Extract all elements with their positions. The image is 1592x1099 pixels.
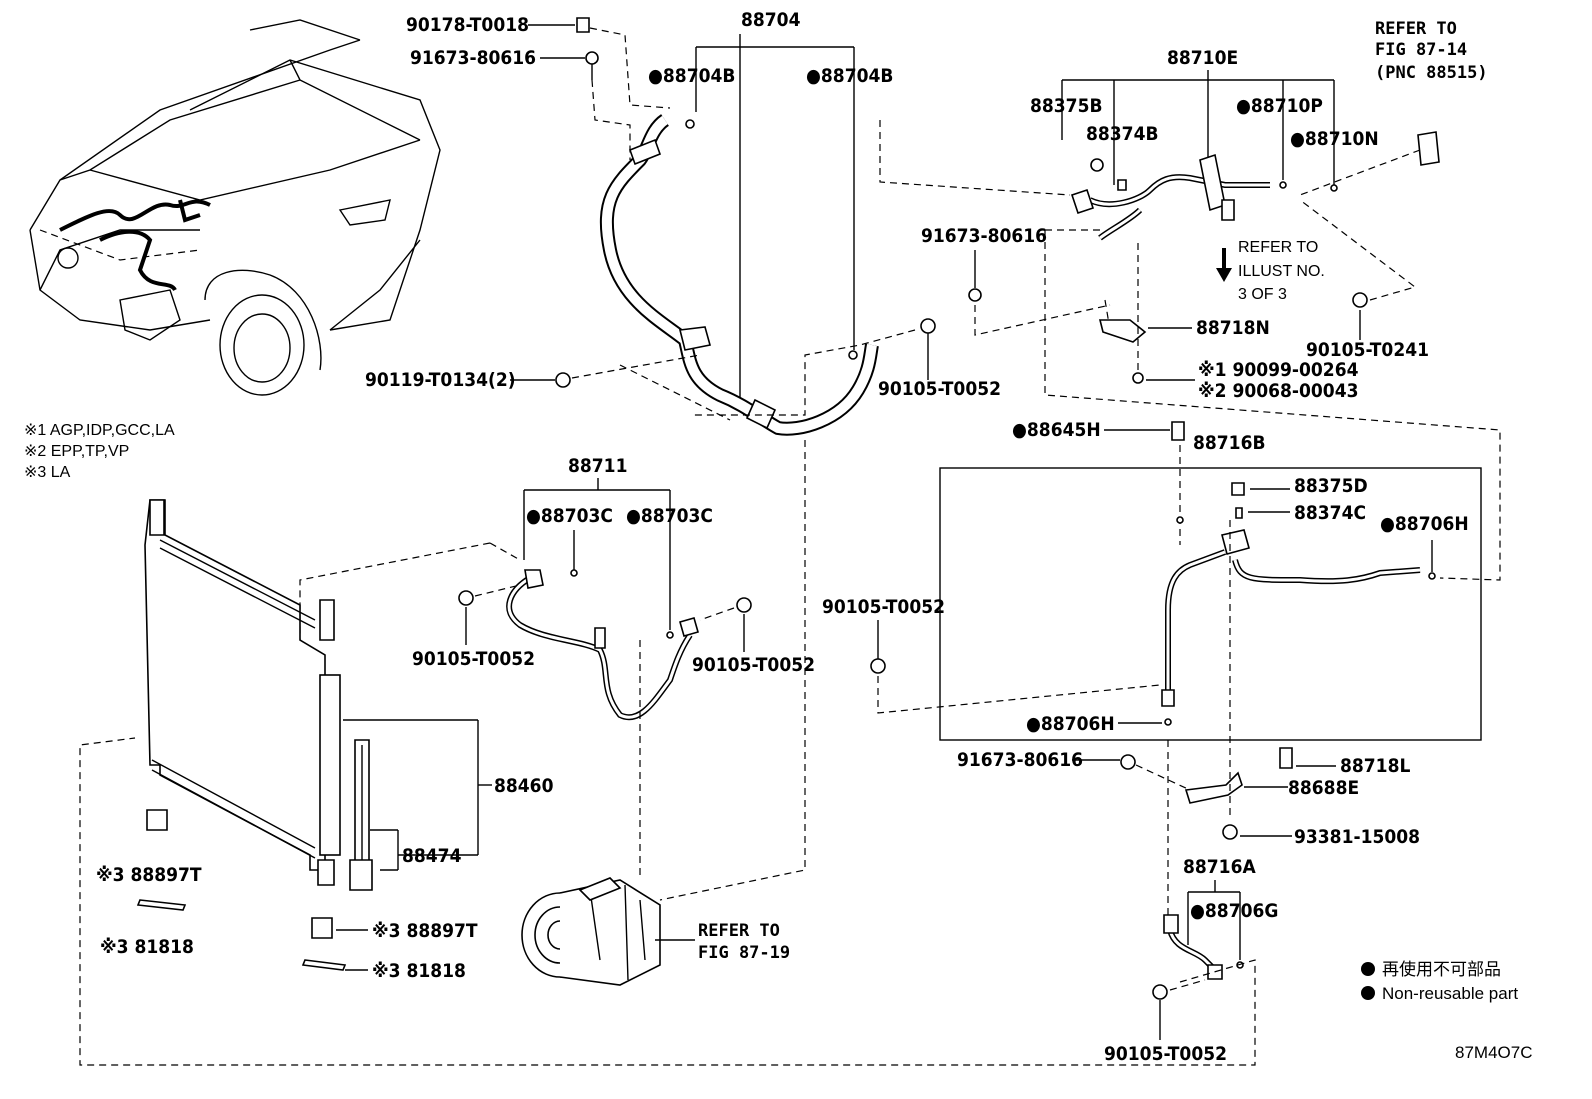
ref-fig-87-14-line1[interactable]: REFER TO xyxy=(1375,19,1457,39)
ref-illust-line1[interactable]: REFER TO xyxy=(1238,239,1318,256)
legend-english: Non-reusable part xyxy=(1382,984,1518,1003)
label-88897T-right[interactable]: ※3 88897T xyxy=(372,920,478,942)
label-88374C[interactable]: 88374C xyxy=(1294,502,1366,524)
label-88706H-right[interactable]: ●88706H xyxy=(1380,513,1469,535)
group-88710E: 88710E 88375B 88374B ●88710P ●88710N REF… xyxy=(879,19,1501,581)
label-81818-right[interactable]: ※3 81818 xyxy=(372,960,466,982)
label-88703C-left[interactable]: ●88703C xyxy=(526,505,613,527)
label-88460[interactable]: 88460 xyxy=(494,775,554,797)
label-90105-T0052-a[interactable]: 90105-T0052 xyxy=(878,378,1001,400)
label-90178-T0018[interactable]: 90178-T0018 xyxy=(406,14,529,36)
legend: 再使用不可部品 Non-reusable part 87M4O7C xyxy=(1361,959,1532,1062)
label-88375D[interactable]: 88375D xyxy=(1294,475,1368,497)
ref-fig-87-19-line2[interactable]: FIG 87-19 xyxy=(698,943,790,963)
ref-illust-line2[interactable]: ILLUST NO. xyxy=(1238,263,1325,280)
label-90105-T0052-b[interactable]: 90105-T0052 xyxy=(822,596,945,618)
label-90105-T0241[interactable]: 90105-T0241 xyxy=(1306,339,1429,361)
label-90105-T0052-c[interactable]: 90105-T0052 xyxy=(1104,1043,1227,1065)
figure-code: 87M4O7C xyxy=(1455,1043,1532,1062)
label-90105-T0052-d[interactable]: 90105-T0052 xyxy=(412,648,535,670)
non-reusable-dot-icon xyxy=(1361,962,1375,976)
condenser-88460: 88460 88474 ※3 88897T ※3 81818 ※3 88897T… xyxy=(96,499,554,982)
label-90105-T0052-e[interactable]: 90105-T0052 xyxy=(692,654,815,676)
label-88718N[interactable]: 88718N xyxy=(1196,317,1270,339)
label-88710N[interactable]: ●88710N xyxy=(1290,128,1379,150)
ref-fig-87-14-line3[interactable]: (PNC 88515) xyxy=(1375,63,1488,83)
kit-88716B-box xyxy=(939,467,1482,741)
group-88716B: ●88645H 88716B 88375D 88374C ●88706H ●88… xyxy=(822,419,1482,741)
label-88710E[interactable]: 88710E xyxy=(1167,47,1238,69)
label-90068-00043[interactable]: ※2 90068-00043 xyxy=(1198,380,1359,402)
vehicle-illustration xyxy=(29,19,441,396)
compressor: REFER TO FIG 87-19 xyxy=(521,877,790,986)
label-88716B[interactable]: 88716B xyxy=(1193,432,1266,454)
legend-japanese: 再使用不可部品 xyxy=(1382,959,1501,979)
label-88645H[interactable]: ●88645H xyxy=(1012,419,1101,441)
label-88704B-left[interactable]: ●88704B xyxy=(648,65,735,87)
label-91673-80616-b[interactable]: 91673-80616 xyxy=(921,225,1047,247)
label-91673-80616-c[interactable]: 91673-80616 xyxy=(957,749,1083,771)
group-88716A: 91673-80616 88688E 88718L 93381-15008 88… xyxy=(79,520,1420,1066)
applicability-notes: ※1 AGP,IDP,GCC,LA ※2 EPP,TP,VP ※3 LA xyxy=(24,422,175,481)
label-88706H-left[interactable]: ●88706H xyxy=(1026,713,1115,735)
label-88374B[interactable]: 88374B xyxy=(1086,123,1159,145)
ref-illust-line3[interactable]: 3 OF 3 xyxy=(1238,286,1287,303)
label-88716A[interactable]: 88716A xyxy=(1183,856,1256,878)
label-88710P[interactable]: ●88710P xyxy=(1236,95,1323,117)
label-88688E[interactable]: 88688E xyxy=(1288,777,1359,799)
group-88711: 88711 ●88703C ●88703C 90105-T0052 90105-… xyxy=(299,440,815,901)
ref-fig-87-19-line1[interactable]: REFER TO xyxy=(698,921,780,941)
label-88704B-right[interactable]: ●88704B xyxy=(806,65,893,87)
label-88703C-right[interactable]: ●88703C xyxy=(626,505,713,527)
note-3: ※3 LA xyxy=(24,464,71,481)
label-90099-00264[interactable]: ※1 90099-00264 xyxy=(1198,359,1359,381)
ref-fig-87-14-line2[interactable]: FIG 87-14 xyxy=(1375,40,1467,60)
label-88474[interactable]: 88474 xyxy=(402,845,462,867)
label-88718L[interactable]: 88718L xyxy=(1340,755,1410,777)
label-88711[interactable]: 88711 xyxy=(568,455,627,477)
label-91673-80616-a[interactable]: 91673-80616 xyxy=(410,47,536,69)
label-88375B[interactable]: 88375B xyxy=(1030,95,1103,117)
label-88704[interactable]: 88704 xyxy=(741,9,801,31)
non-reusable-dot-icon xyxy=(1361,986,1375,1000)
label-81818-left[interactable]: ※3 81818 xyxy=(100,936,194,958)
label-88706G[interactable]: ●88706G xyxy=(1190,900,1278,922)
note-1: ※1 AGP,IDP,GCC,LA xyxy=(24,422,175,439)
label-93381-15008[interactable]: 93381-15008 xyxy=(1294,826,1420,848)
label-90119-T0134[interactable]: 90119-T0134(2) xyxy=(365,369,516,391)
note-2: ※2 EPP,TP,VP xyxy=(24,443,129,460)
group-88704: 90178-T0018 91673-80616 88704 ●88704B ●8… xyxy=(365,9,1001,436)
label-88897T-left[interactable]: ※3 88897T xyxy=(96,864,202,886)
